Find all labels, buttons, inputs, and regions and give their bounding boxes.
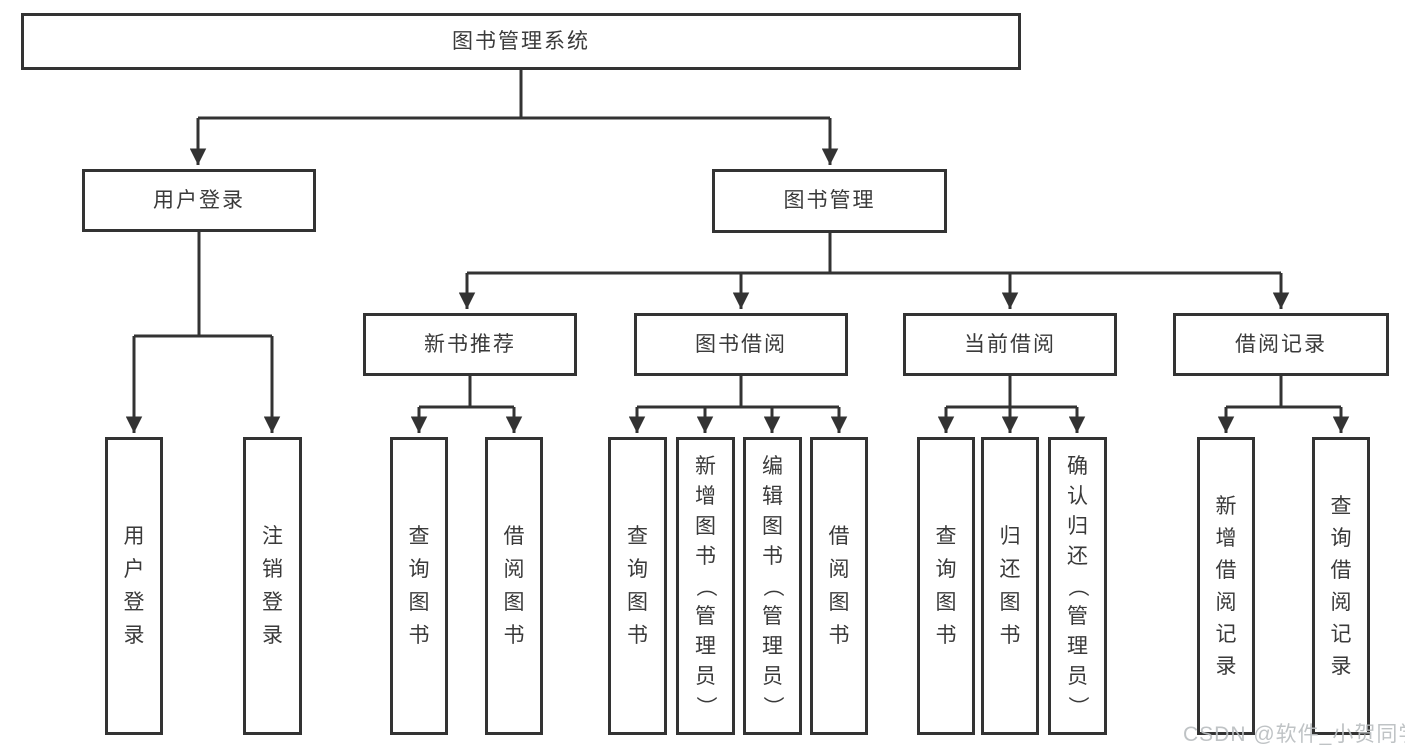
watermark: CSDN @软件_小贺同学 (1183, 723, 1405, 746)
leaf-logout: 注销登录 (243, 437, 302, 735)
leaf-borrow-books-recommend: 借阅图书 (485, 437, 543, 735)
node-new-book-recommendation: 新书推荐 (363, 313, 577, 376)
connector-arrows (125, 118, 1350, 433)
connector-trunks (134, 70, 1341, 409)
node-current-borrowing: 当前借阅 (903, 313, 1117, 376)
leaf-add-borrow-record: 新增借阅记录 (1197, 437, 1255, 735)
leaf-query-books-recommend: 查询图书 (390, 437, 448, 735)
leaf-query-books-current: 查询图书 (917, 437, 975, 735)
leaf-borrow-books: 借阅图书 (810, 437, 868, 735)
node-borrowing-records: 借阅记录 (1173, 313, 1389, 376)
node-book-management: 图书管理 (712, 169, 947, 233)
leaf-add-books-admin: 新增图书（管理员） (676, 437, 735, 735)
leaf-query-borrow-record: 查询借阅记录 (1312, 437, 1370, 735)
leaf-return-books: 归还图书 (981, 437, 1039, 735)
node-library-management-system: 图书管理系统 (21, 13, 1021, 70)
node-book-borrowing: 图书借阅 (634, 313, 848, 376)
node-user-login: 用户登录 (82, 169, 316, 232)
leaf-confirm-return-admin: 确认归还（管理员） (1048, 437, 1107, 735)
leaf-user-login: 用户登录 (105, 437, 163, 735)
leaf-edit-books-admin: 编辑图书（管理员） (743, 437, 802, 735)
leaf-query-books-borrow: 查询图书 (608, 437, 667, 735)
